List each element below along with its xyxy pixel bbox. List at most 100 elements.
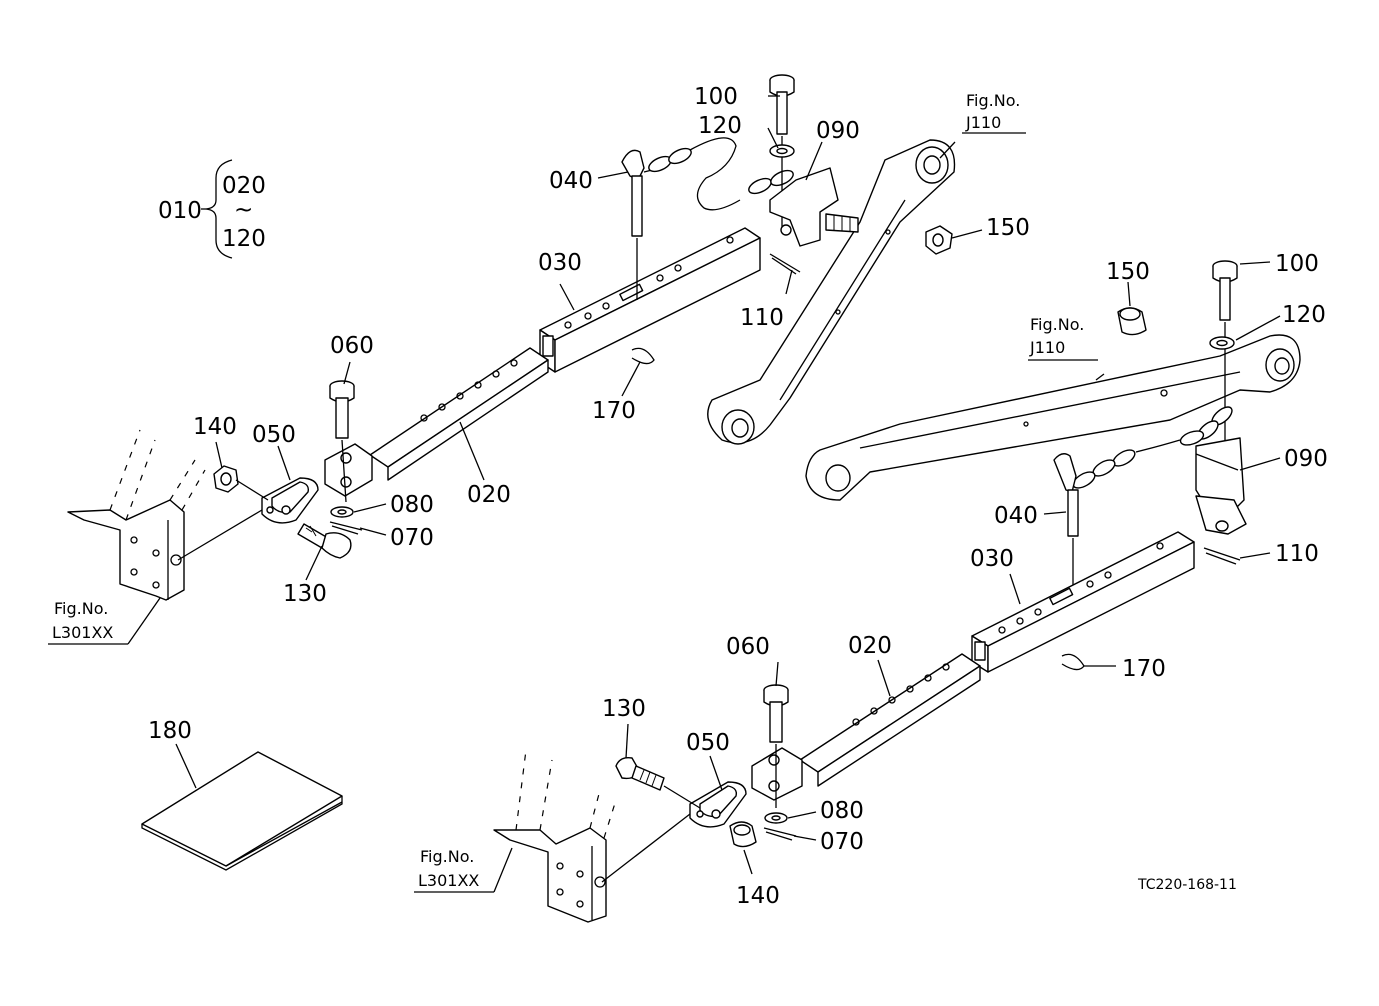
left-washer-120 — [769, 144, 795, 158]
assembly-group-bracket — [201, 159, 233, 259]
left-assembly-line-nut — [235, 479, 269, 501]
callout-left-090: 090 — [816, 118, 860, 144]
leader-right-110 — [1239, 552, 1271, 559]
right-bracket-090 — [1195, 437, 1247, 535]
callout-right-060: 060 — [726, 634, 770, 660]
leader-right-040 — [1043, 511, 1067, 515]
leader-right-150 — [1127, 281, 1131, 307]
leader-right-130 — [625, 723, 629, 759]
leader-left-040 — [597, 171, 629, 179]
leader-left-080 — [353, 503, 387, 513]
left-cotter-pin-070 — [329, 521, 363, 535]
leader-left-170 — [621, 361, 641, 397]
callout-left-120: 120 — [698, 113, 742, 139]
right-stabilizer-tube-030 — [971, 531, 1195, 673]
right-nut-150 — [1117, 307, 1147, 336]
left-snap-pin-170 — [631, 347, 655, 365]
right-washer-080 — [764, 812, 788, 824]
callout-left-170: 170 — [592, 398, 636, 424]
callout-left-030: 030 — [538, 250, 582, 276]
callout-right-150: 150 — [1106, 259, 1150, 285]
assembly-range-to-label: 120 — [222, 226, 266, 252]
assembly-parent-label: 010 — [158, 198, 202, 224]
leader-right-020 — [877, 659, 891, 697]
leader-left-020 — [459, 421, 485, 481]
leader-left-130 — [305, 545, 323, 581]
callout-left-020: 020 — [467, 482, 511, 508]
manual-booklet-180 — [141, 751, 343, 871]
assembly-range-from-label: 020 — [222, 173, 266, 199]
leader-right-060 — [775, 661, 779, 687]
fig-ref-bottom-label: Fig.No. — [420, 847, 474, 866]
callout-right-040: 040 — [994, 503, 1038, 529]
right-cotter-pin-110 — [1203, 547, 1241, 565]
callout-right-140: 140 — [736, 883, 780, 909]
leader-right-140 — [743, 849, 753, 875]
leader-left-030 — [559, 283, 575, 311]
left-tractor-bracket — [67, 429, 206, 601]
callout-right-170: 170 — [1122, 656, 1166, 682]
callout-right-090: 090 — [1284, 446, 1328, 472]
right-lower-link-arm — [805, 334, 1301, 501]
callout-right-110: 110 — [1275, 541, 1319, 567]
callout-180: 180 — [148, 718, 192, 744]
leader-left-140 — [215, 441, 223, 469]
leader-left-110 — [785, 269, 793, 295]
drawing-code: TC220-168-11 — [1137, 877, 1237, 893]
callout-right-130: 130 — [602, 696, 646, 722]
leader-left-120 — [767, 127, 779, 149]
callout-right-080: 080 — [820, 798, 864, 824]
leader-fig-j110-right — [1095, 373, 1105, 381]
left-nut-150 — [925, 225, 953, 255]
leader-fig-l301xx-bottom — [493, 847, 513, 893]
left-lower-link-arm — [707, 139, 956, 445]
fig-ref-bottom-number: L301XX — [418, 871, 479, 890]
fig-ref-left-number: L301XX — [52, 623, 113, 642]
callout-left-110: 110 — [740, 305, 784, 331]
fig-ref-upper-number: J110 — [965, 113, 1001, 132]
leader-right-030 — [1009, 573, 1021, 605]
right-chain — [1072, 406, 1233, 489]
left-nut-140 — [213, 465, 239, 493]
fig-ref-right-number: J110 — [1029, 338, 1065, 357]
fig-ref-right-label: Fig.No. — [1030, 315, 1084, 334]
right-pin-060 — [763, 684, 789, 808]
right-bolt-130 — [615, 756, 665, 791]
callout-left-130: 130 — [283, 581, 327, 607]
callout-left-140: 140 — [193, 414, 237, 440]
callout-right-120: 120 — [1282, 302, 1326, 328]
callout-left-070: 070 — [390, 525, 434, 551]
left-stabilizer-bar-020 — [324, 347, 549, 497]
left-bracket-090 — [769, 167, 859, 247]
leader-left-050 — [277, 445, 291, 481]
left-cotter-pin-110 — [769, 253, 801, 275]
right-stabilizer-bar-020 — [751, 653, 981, 801]
leader-left-150 — [951, 229, 983, 239]
right-tractor-bracket — [493, 749, 617, 923]
left-assembly-line-bracket — [177, 509, 263, 561]
right-snap-pin-170 — [1061, 653, 1085, 671]
leader-fig-j110-upper — [939, 141, 956, 159]
leader-fig-l301xx-left — [127, 597, 161, 645]
right-washer-120 — [1209, 336, 1235, 350]
right-assembly-line-bolt — [663, 785, 701, 809]
callout-right-050: 050 — [686, 730, 730, 756]
leader-left-090 — [805, 141, 823, 181]
fig-ref-left-label: Fig.No. — [54, 599, 108, 618]
right-pin-040 — [1053, 453, 1079, 620]
leader-right-050 — [709, 755, 723, 791]
callout-left-080: 080 — [390, 492, 434, 518]
right-assembly-line-bracket — [601, 813, 691, 883]
right-nut-140 — [729, 821, 757, 848]
callout-left-050: 050 — [252, 422, 296, 448]
callout-left-060: 060 — [330, 333, 374, 359]
leader-right-090 — [1239, 457, 1281, 471]
leader-right-070 — [793, 835, 817, 841]
assembly-range-tilde: ~ — [234, 197, 253, 223]
callout-right-070: 070 — [820, 829, 864, 855]
leader-left-070 — [359, 527, 387, 536]
leader-left-060 — [343, 361, 351, 385]
right-cotter-pin-070 — [763, 827, 797, 841]
